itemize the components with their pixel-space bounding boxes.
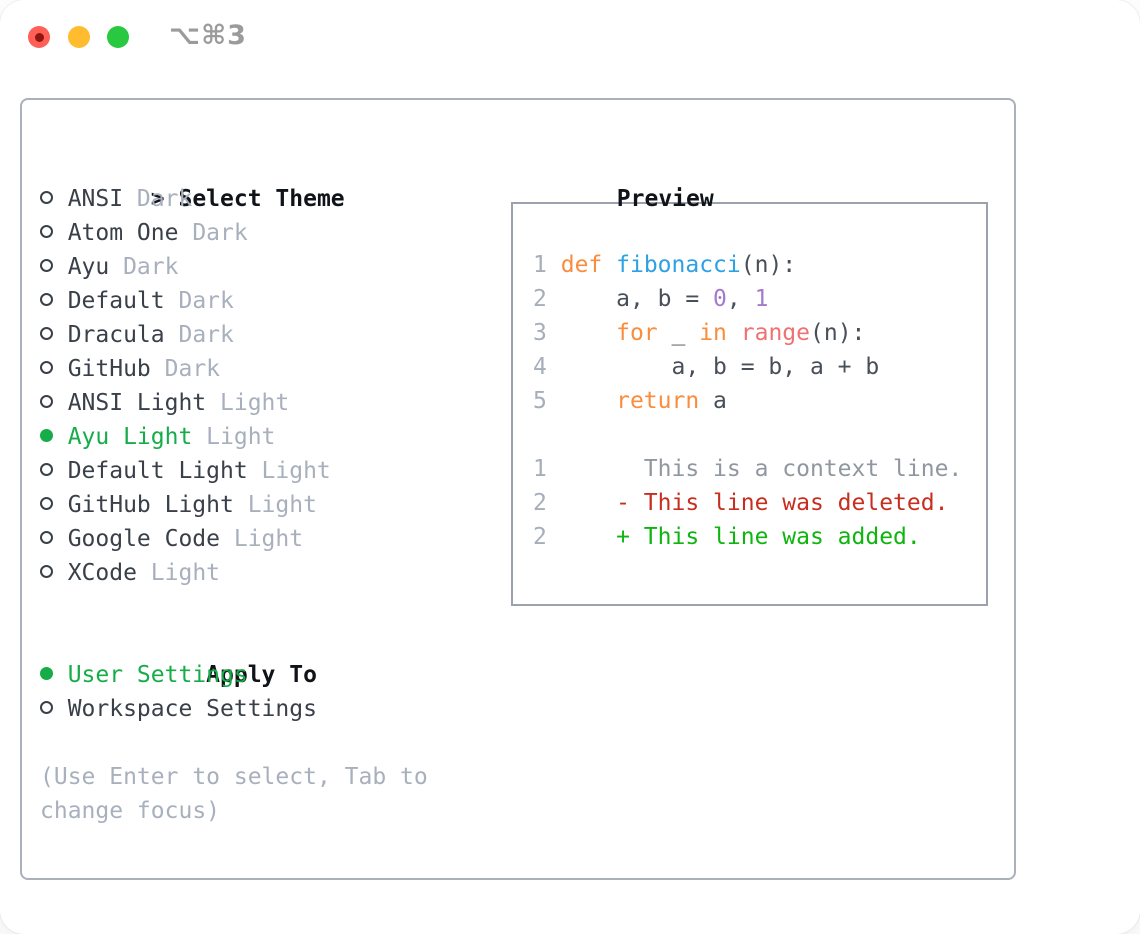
radio-unselected-icon xyxy=(40,225,53,238)
preview-code-line xyxy=(533,418,986,452)
close-dot-icon xyxy=(34,32,44,42)
theme-option[interactable]: ANSI Dark xyxy=(40,182,506,216)
preview-box: 1 def fibonacci(n): 2 a, b = 0, 1 3 for _ … xyxy=(511,202,988,606)
radio-unselected-icon xyxy=(40,293,53,306)
close-button[interactable] xyxy=(28,26,50,48)
window-shortcut-label: ⌥⌘3 xyxy=(169,20,247,51)
theme-variant-label: Dark xyxy=(164,356,221,382)
theme-variant-label: Light xyxy=(247,492,317,518)
radio-unselected-icon xyxy=(40,395,53,408)
apply-target-name: User Settings xyxy=(67,662,248,688)
radio-unselected-icon xyxy=(40,191,53,204)
apply-to-heading: Apply To xyxy=(206,662,317,688)
theme-variant-label: Dark xyxy=(178,288,234,314)
theme-variant-label: Light xyxy=(206,424,276,450)
theme-option[interactable]: Dracula Dark xyxy=(40,318,506,352)
theme-name: Google Code xyxy=(67,526,221,552)
theme-variant-label: Light xyxy=(150,560,221,586)
preview-code-line: 4 a, b = b, a + b xyxy=(533,354,880,380)
theme-name: Atom One xyxy=(67,220,179,246)
theme-option[interactable]: ANSI Light Light xyxy=(40,386,506,420)
theme-option[interactable]: GitHub Dark xyxy=(40,352,506,386)
theme-name: GitHub Light xyxy=(67,492,234,518)
theme-variant-label: Dark xyxy=(192,220,248,246)
apply-target-name: Workspace Settings xyxy=(67,696,317,722)
preview-code-line: 3 for _ in range(n): xyxy=(533,320,866,346)
theme-variant-label: Light xyxy=(233,526,304,552)
preview-code-line: 1 def fibonacci(n): xyxy=(533,252,797,278)
theme-variant-label: Dark xyxy=(123,254,179,280)
radio-selected-icon xyxy=(40,429,53,442)
theme-option[interactable]: Default Dark xyxy=(40,284,506,318)
theme-variant-label: Dark xyxy=(178,322,234,348)
theme-name: Default Light xyxy=(67,458,248,484)
theme-name: XCode xyxy=(67,560,137,586)
radio-unselected-icon xyxy=(40,497,53,510)
theme-option[interactable]: Default Light Light xyxy=(40,454,506,488)
theme-name: ANSI Light xyxy=(67,390,207,416)
preview-heading: Preview xyxy=(616,186,714,212)
theme-name: ANSI xyxy=(67,186,124,212)
radio-unselected-icon xyxy=(40,701,53,714)
radio-selected-icon xyxy=(40,667,53,680)
theme-name: GitHub xyxy=(67,356,151,382)
apply-target-option[interactable]: User Settings xyxy=(40,658,506,692)
theme-option[interactable]: XCode Light xyxy=(40,556,506,590)
select-theme-heading: Select Theme xyxy=(178,186,345,212)
theme-variant-label: Dark xyxy=(136,186,193,212)
zoom-button[interactable] xyxy=(107,26,129,48)
preview-code-line: 2 a, b = 0, 1 xyxy=(533,286,769,312)
apply-to-heading-row: Apply To xyxy=(40,624,506,688)
preview-code-line: 1 This is a context line. xyxy=(533,456,963,482)
theme-name: Ayu Light xyxy=(67,424,193,450)
focus-prompt-icon: > xyxy=(150,186,165,212)
theme-name: Default xyxy=(67,288,165,314)
theme-option[interactable]: Atom One Dark xyxy=(40,216,506,250)
theme-variant-label: Light xyxy=(220,390,290,416)
radio-unselected-icon xyxy=(40,463,53,476)
radio-unselected-icon xyxy=(40,361,53,374)
minimize-button[interactable] xyxy=(68,26,90,48)
preview-code-line: 2 - This line was deleted. xyxy=(533,490,949,516)
preview-column: Preview 1 def fibonacci(n): 2 a, b = 0, 1… xyxy=(506,148,1014,606)
help-text: (Use Enter to select, Tab to change focu… xyxy=(40,764,428,824)
theme-name: Ayu xyxy=(67,254,110,280)
theme-option[interactable]: Ayu Dark xyxy=(40,250,506,284)
radio-unselected-icon xyxy=(40,327,53,340)
radio-unselected-icon xyxy=(40,531,53,544)
theme-option[interactable]: GitHub Light Light xyxy=(40,488,506,522)
preview-code-line: 2 + This line was added. xyxy=(533,524,921,550)
select-theme-heading-row: > Select Theme xyxy=(40,148,506,212)
radio-unselected-icon xyxy=(40,259,53,272)
theme-name: Dracula xyxy=(67,322,165,348)
preview-code-line: 5 return a xyxy=(533,388,727,414)
apply-target-option[interactable]: Workspace Settings xyxy=(40,692,506,726)
preview-heading-row: Preview xyxy=(506,148,1014,212)
theme-variant-label: Light xyxy=(261,458,331,484)
radio-unselected-icon xyxy=(40,565,53,578)
window-titlebar: ⌥⌘3 xyxy=(0,0,1140,72)
theme-option[interactable]: Google Code Light xyxy=(40,522,506,556)
theme-option[interactable]: Ayu Light Light xyxy=(40,420,506,454)
